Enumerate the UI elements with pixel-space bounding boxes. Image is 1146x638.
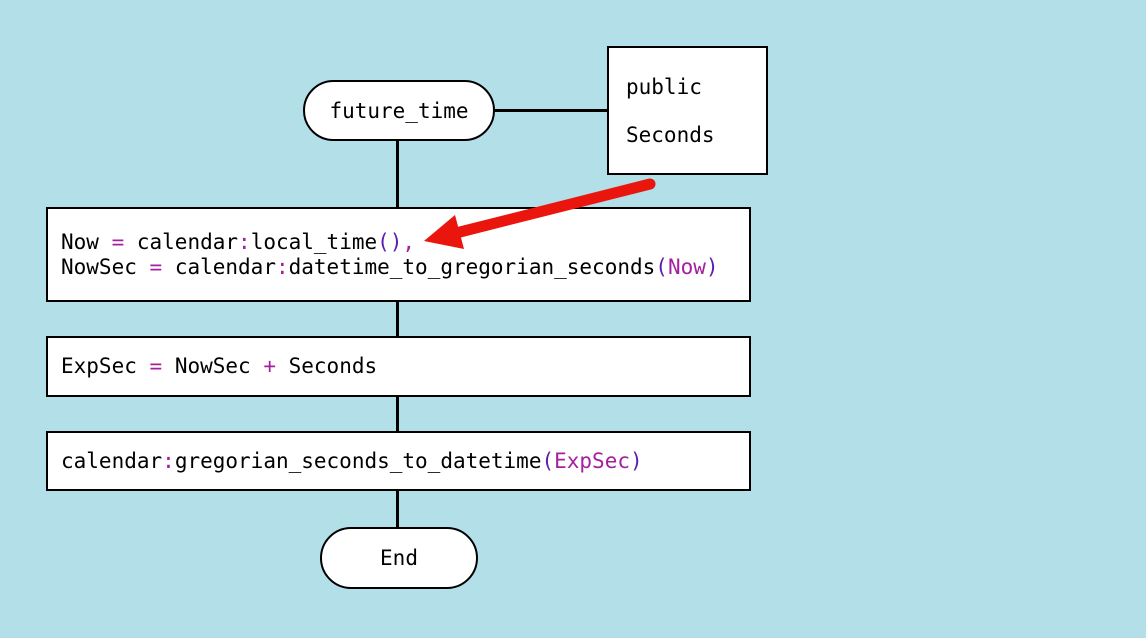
connector-step2-to-step3 bbox=[396, 395, 399, 433]
start-node-future-time: future_time bbox=[303, 80, 495, 141]
process-box-step1: Now = calendar:local_time(), NowSec = ca… bbox=[46, 207, 751, 302]
connector-start-to-step1 bbox=[396, 139, 399, 208]
params-line-seconds: Seconds bbox=[626, 122, 715, 147]
process-box-step2: ExpSec = NowSec + Seconds bbox=[46, 336, 751, 397]
code-line-2: NowSec = calendar:datetime_to_gregorian_… bbox=[61, 254, 719, 279]
end-node-label: End bbox=[380, 546, 418, 570]
connector-step1-to-step2 bbox=[396, 300, 399, 338]
start-node-label: future_time bbox=[329, 98, 469, 123]
code-line-1: Now = calendar:local_time(), bbox=[61, 229, 416, 254]
params-line-public: public bbox=[626, 74, 702, 99]
end-node: End bbox=[320, 527, 478, 589]
code-line-4: calendar:gregorian_seconds_to_datetime(E… bbox=[61, 448, 643, 473]
code-line-3: ExpSec = NowSec + Seconds bbox=[61, 354, 378, 378]
connector-step3-to-end bbox=[396, 489, 399, 529]
params-box: public Seconds bbox=[607, 46, 768, 175]
process-box-step3: calendar:gregorian_seconds_to_datetime(E… bbox=[46, 431, 751, 491]
connector-start-to-params bbox=[493, 109, 608, 112]
